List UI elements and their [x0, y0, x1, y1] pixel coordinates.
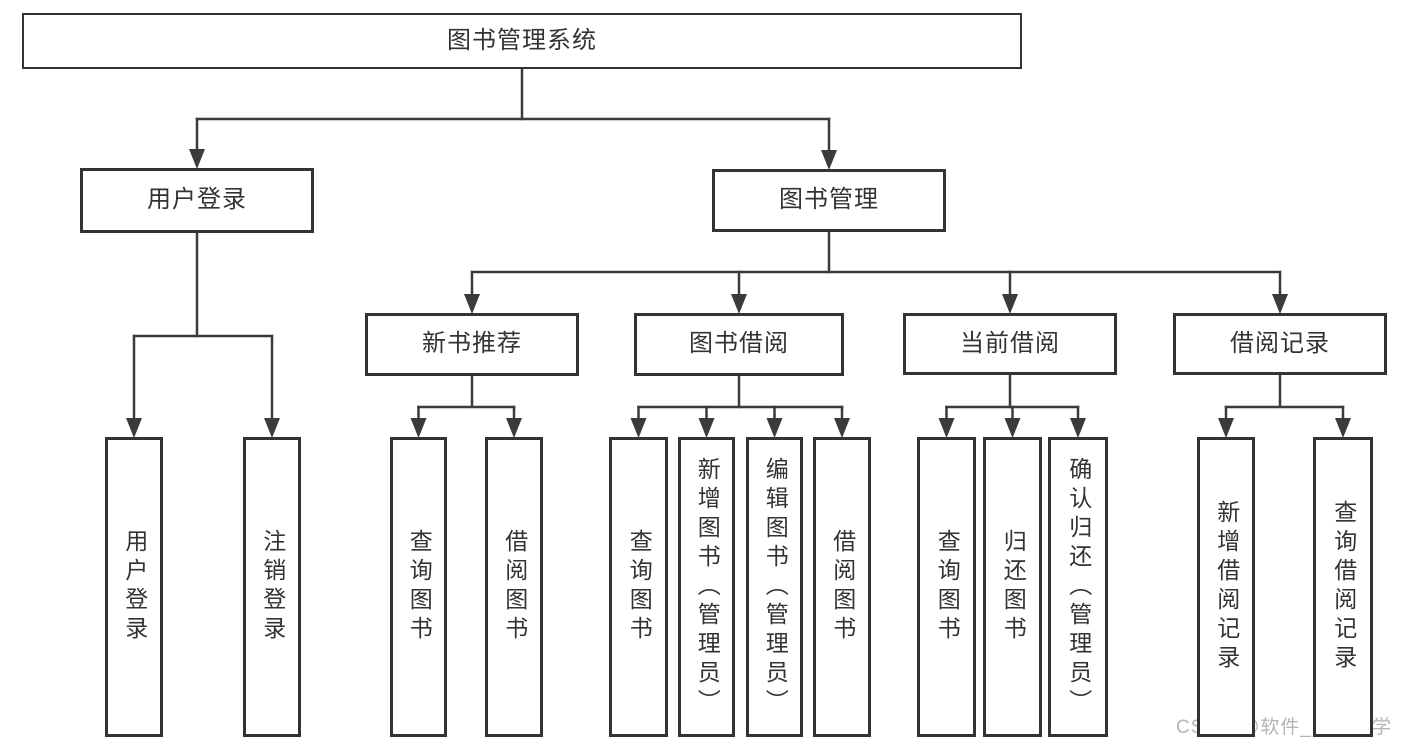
node-label-borrow-book: 借阅图书: [829, 529, 856, 645]
node-label-login: 用户登录: [121, 529, 148, 645]
node-add-borrow-record: 新增借阅记录: [1197, 437, 1255, 737]
node-book-mgmt: 图书管理: [712, 169, 946, 232]
node-root: 图书管理系统: [22, 13, 1022, 69]
node-label-logout: 注销登录: [259, 529, 286, 645]
node-label-root: 图书管理系统: [447, 26, 597, 54]
node-label-confirm-return: 确认归还（管理员）: [1065, 456, 1092, 718]
node-logout: 注销登录: [243, 437, 301, 737]
node-book-borrow: 图书借阅: [634, 313, 844, 376]
node-new-book-rec: 新书推荐: [365, 313, 579, 376]
node-label-borrow-records: 借阅记录: [1230, 329, 1330, 357]
node-label-borrow-book-new: 借阅图书: [501, 529, 528, 645]
node-label-add-book: 新增图书（管理员）: [694, 456, 721, 718]
node-query-book-current: 查询图书: [917, 437, 976, 737]
node-edit-book: 编辑图书（管理员）: [746, 437, 803, 737]
node-label-query-book-borrow: 查询图书: [626, 529, 653, 645]
node-query-book-new: 查询图书: [390, 437, 447, 737]
node-current-borrow: 当前借阅: [903, 313, 1117, 375]
node-borrow-book-new: 借阅图书: [485, 437, 543, 737]
node-user-login: 用户登录: [80, 168, 314, 233]
node-label-edit-book: 编辑图书（管理员）: [762, 456, 789, 718]
node-label-book-mgmt: 图书管理: [779, 186, 879, 214]
node-borrow-records: 借阅记录: [1173, 313, 1387, 375]
node-label-query-book-current: 查询图书: [934, 529, 961, 645]
node-query-book-borrow: 查询图书: [609, 437, 668, 737]
node-label-user-login: 用户登录: [147, 186, 247, 214]
node-query-borrow-record: 查询借阅记录: [1313, 437, 1373, 737]
node-confirm-return: 确认归还（管理员）: [1048, 437, 1108, 737]
node-label-current-borrow: 当前借阅: [960, 329, 1060, 357]
node-label-query-book-new: 查询图书: [406, 529, 433, 645]
node-label-add-borrow-record: 新增借阅记录: [1213, 500, 1240, 674]
node-login: 用户登录: [105, 437, 163, 737]
node-return-book: 归还图书: [983, 437, 1042, 737]
node-label-book-borrow: 图书借阅: [689, 330, 789, 358]
node-borrow-book: 借阅图书: [813, 437, 871, 737]
node-label-new-book-rec: 新书推荐: [422, 330, 522, 358]
node-label-query-borrow-record: 查询借阅记录: [1330, 500, 1357, 674]
node-label-return-book: 归还图书: [1000, 529, 1027, 645]
node-add-book: 新增图书（管理员）: [678, 437, 735, 737]
